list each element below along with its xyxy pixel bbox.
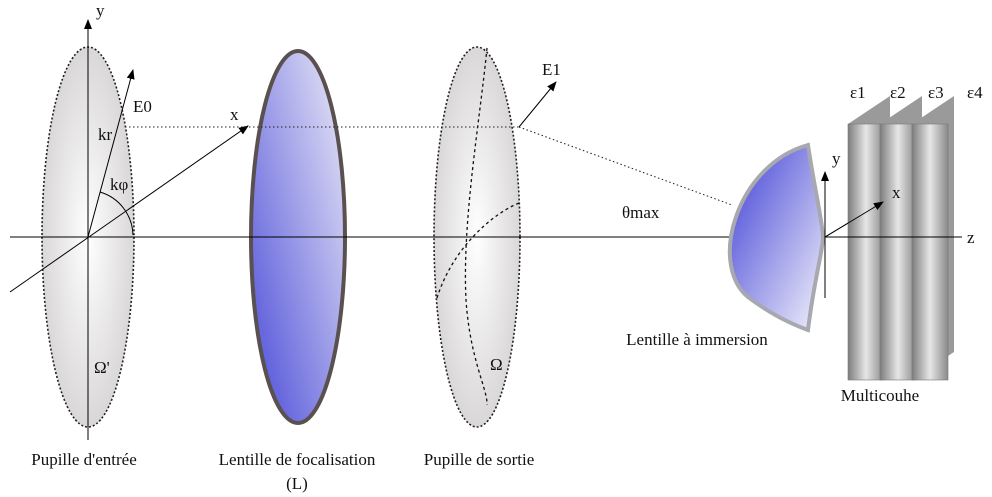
multilayer-stack [847,96,954,381]
caption-immersion-lens: Lentille à immersion [626,330,768,349]
label-kphi: kφ [110,175,129,194]
x-axis-right-over [824,201,884,238]
caption-focusing-lens-sub: (L) [286,474,308,493]
plate-1 [847,96,890,381]
caption-exit-pupil: Pupille de sortie [424,450,534,469]
label-eps3: ε3 [928,83,944,102]
label-eps1: ε1 [850,83,866,102]
e0-vector [87,69,135,238]
label-e0: E0 [133,97,152,116]
caption-focusing-lens: Lentille de focalisation [219,450,376,469]
caption-multilayer: Multicouhe [841,386,919,405]
label-omega: Ω [490,355,503,374]
exit-pupil-meridian [464,47,488,406]
kphi-arc [99,191,134,236]
ray-converging [518,126,733,206]
label-y-left: y [96,1,105,20]
label-eps4: ε4 [967,83,983,102]
caption-entrance-pupil: Pupille d'entrée [31,450,137,469]
x-axis-left [9,125,249,293]
label-kr: kr [98,125,113,144]
label-x-right: x [892,183,901,202]
label-eps2: ε2 [890,83,906,102]
label-omega-prime: Ω' [94,358,110,377]
plate-3 [911,96,954,381]
immersion-lens [727,142,826,333]
label-e1: E1 [542,60,561,79]
e1-vector [518,81,557,128]
plate-2 [879,96,922,381]
label-y-right: y [832,149,841,168]
label-z: z [967,228,975,247]
label-theta-max: θmax [622,203,660,222]
label-x-left: x [230,105,239,124]
